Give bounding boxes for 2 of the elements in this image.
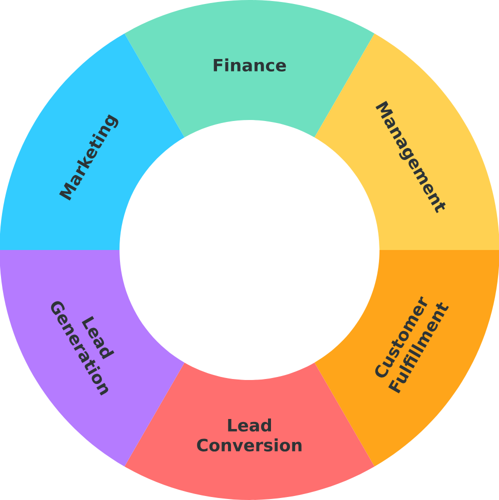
donut-segment: Finance [124,0,374,138]
donut-segment: Lead Conversion [124,362,374,500]
